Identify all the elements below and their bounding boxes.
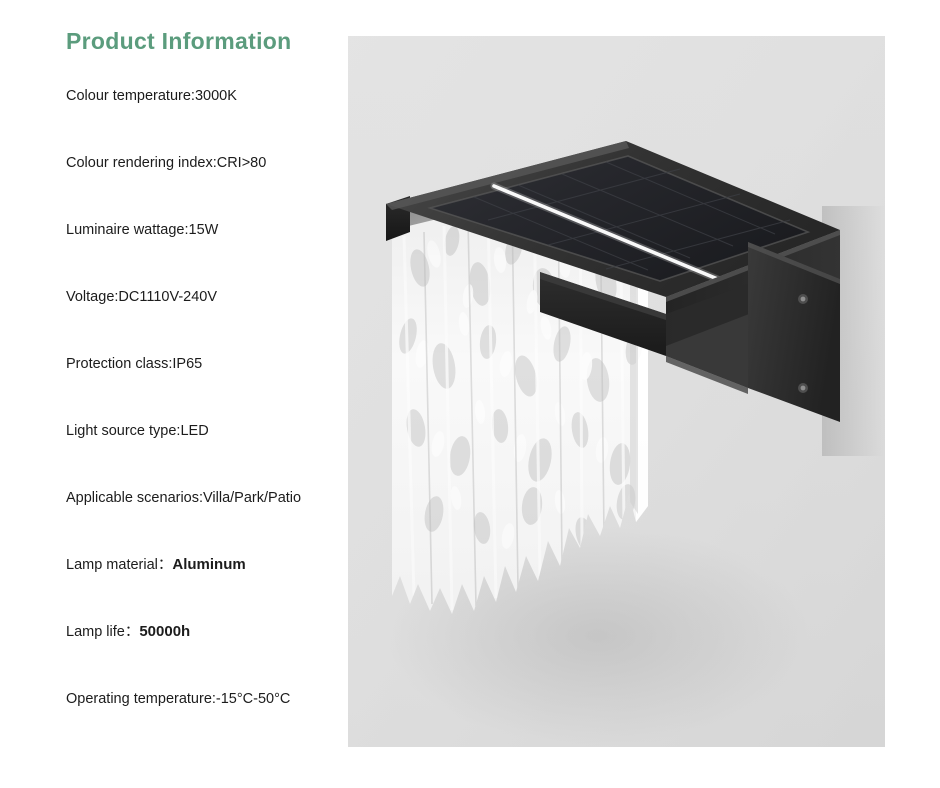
- spec-label: Colour rendering index:CRI>80: [66, 155, 267, 171]
- spec-item-voltage: Voltage:DC1110V-240V: [66, 288, 356, 355]
- spec-label: Voltage:DC1110V-240V: [66, 289, 218, 305]
- spec-item-colour-temperature: Colour temperature:3000K: [66, 87, 356, 154]
- specifications-column: Product Information Colour temperature:3…: [66, 26, 348, 707]
- spec-label: Lamp material：: [66, 557, 173, 573]
- product-image-panel: [348, 36, 885, 747]
- spec-item-light-source-type: Light source type:LED: [66, 422, 356, 489]
- spec-value: Aluminum: [172, 556, 246, 573]
- spec-label: Operating temperature:-15°C-50°C: [66, 691, 291, 707]
- spec-item-operating-temperature: Operating temperature:-15°C-50°C: [66, 690, 356, 757]
- spec-label: Light source type:LED: [66, 423, 209, 439]
- spec-label: Applicable scenarios:Villa/Park/Patio: [66, 490, 302, 506]
- spec-item-applicable-scenarios: Applicable scenarios:Villa/Park/Patio: [66, 489, 356, 556]
- spec-label: Luminaire wattage:15W: [66, 222, 219, 238]
- spec-item-lamp-material: Lamp material：Aluminum: [66, 556, 356, 623]
- spec-value: 50000h: [139, 623, 191, 640]
- wall-mount-bracket: [540, 242, 840, 422]
- page-title: Product Information: [66, 28, 292, 54]
- solar-cell-grid: [473, 161, 791, 271]
- spec-label: Protection class:IP65: [66, 356, 203, 372]
- spec-item-luminaire-wattage: Luminaire wattage:15W: [66, 221, 356, 288]
- spec-item-colour-rendering-index: Colour rendering index:CRI>80: [66, 154, 356, 221]
- specification-list: Colour temperature:3000K Colour renderin…: [66, 87, 356, 757]
- bracket-back-plate: [748, 242, 840, 422]
- mounting-screws: [798, 294, 808, 393]
- spec-item-lamp-life: Lamp life：50000h: [66, 623, 356, 690]
- product-photo: [348, 36, 885, 747]
- bracket-arm: [540, 272, 666, 356]
- spec-item-protection-class: Protection class:IP65: [66, 355, 356, 422]
- spec-label: Colour temperature:3000K: [66, 88, 237, 104]
- spec-label: Lamp life：: [66, 624, 140, 640]
